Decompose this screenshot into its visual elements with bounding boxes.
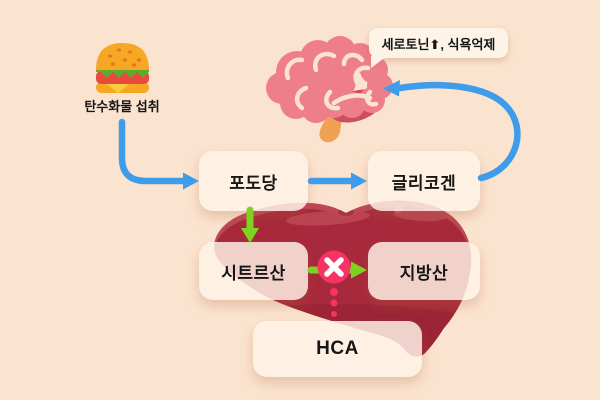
carb-intake-label: 탄수화물 섭취 <box>84 99 160 114</box>
serotonin-callout: 세로토닌⬆, 식욕억제 <box>369 28 508 68</box>
node-hca-label: HCA <box>316 338 359 359</box>
node-glycogen-label: 글리코겐 <box>391 173 457 193</box>
serotonin-callout-text: 세로토닌⬆, 식욕억제 <box>381 36 496 52</box>
node-fatty-acid-label: 지방산 <box>399 263 449 283</box>
node-glucose: 포도당 <box>199 151 308 211</box>
node-fatty-acid: 지방산 <box>368 242 480 300</box>
node-citrate: 시트르산 <box>199 242 308 300</box>
node-glucose-label: 포도당 <box>229 173 278 193</box>
node-glycogen: 글리코겐 <box>368 151 480 211</box>
callout-tail <box>371 56 387 68</box>
node-citrate-label: 시트르산 <box>221 263 286 283</box>
node-hca: HCA <box>253 321 422 377</box>
